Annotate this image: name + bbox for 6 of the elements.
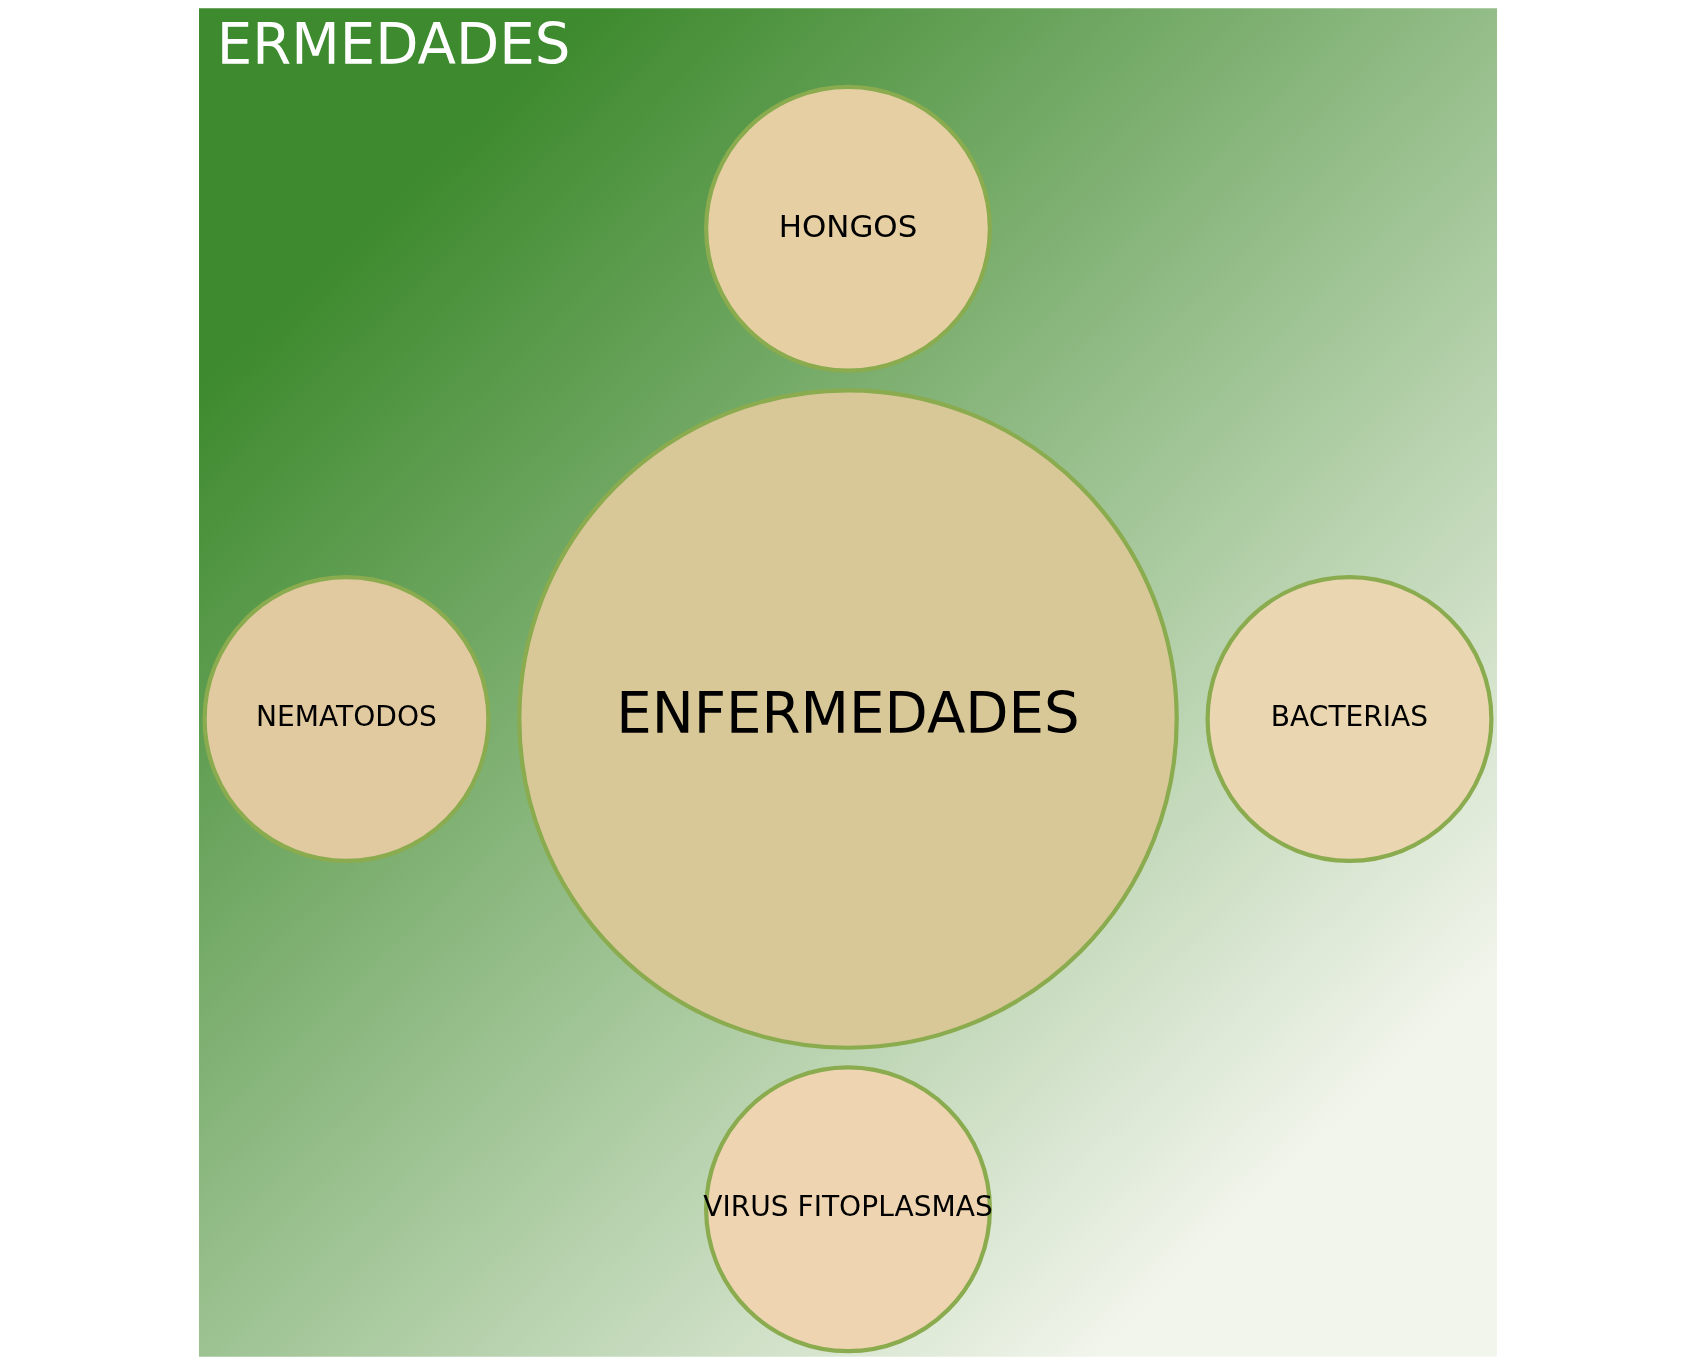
node-circle: HONGOS bbox=[703, 84, 992, 373]
node-circle: ENFERMEDADES bbox=[516, 388, 1179, 1050]
node-circle: NEMATODOS bbox=[202, 575, 490, 863]
node-circle: VIRUS FITOPLASMAS bbox=[703, 1065, 992, 1354]
node-circle: BACTERIAS bbox=[1205, 575, 1493, 863]
diagram-title: ERMEDADES bbox=[216, 12, 570, 78]
